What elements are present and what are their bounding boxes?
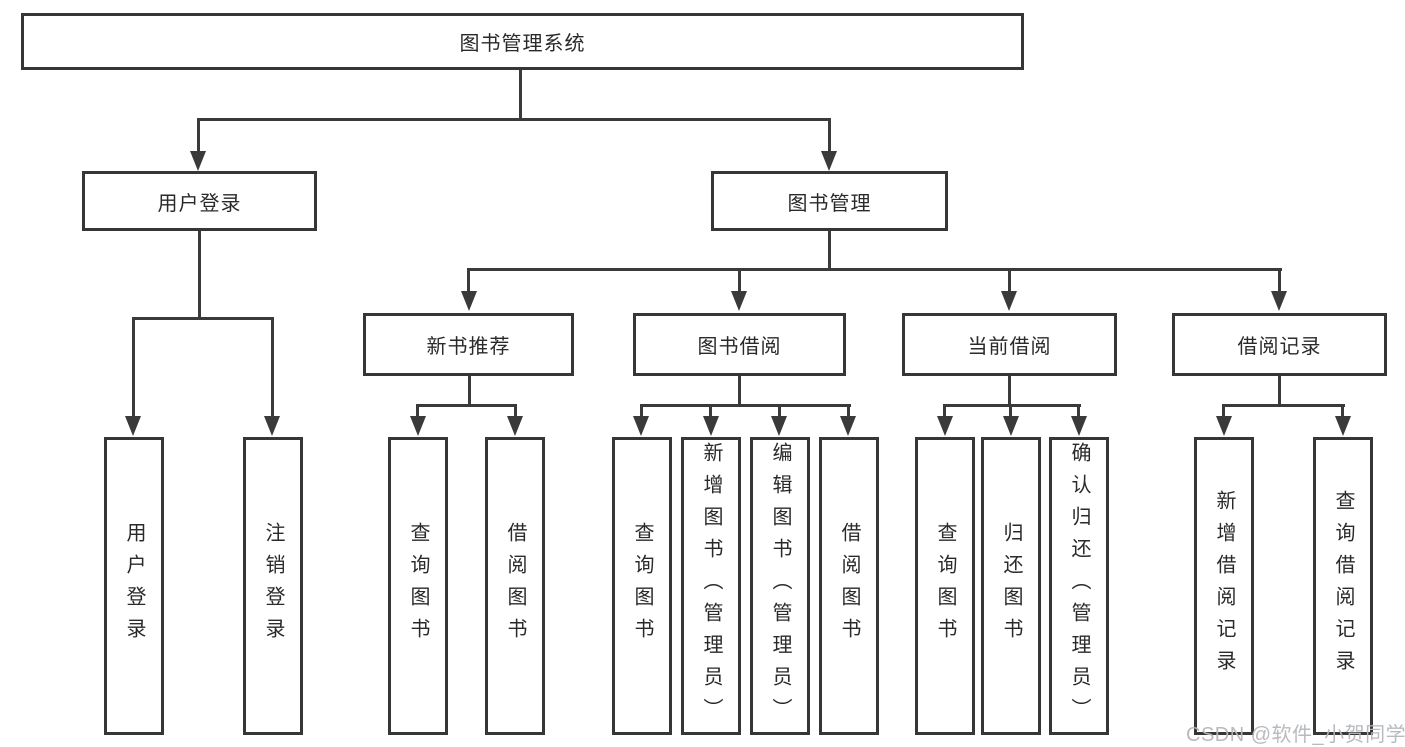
leaf-label: 查询图书 <box>631 522 653 650</box>
connector-line <box>1278 268 1281 293</box>
leaf-logout-login: 注销登录 <box>243 437 303 735</box>
arrow-down-icon <box>190 151 206 171</box>
connector-line <box>132 317 135 417</box>
arrow-down-icon <box>1071 416 1087 436</box>
leaf-query-borrow-record: 查询借阅记录 <box>1313 437 1373 735</box>
node-label: 当前借阅 <box>967 336 1052 358</box>
connector-line <box>416 404 419 418</box>
connector-line <box>847 404 850 418</box>
arrow-down-icon <box>125 416 141 436</box>
node-label: 图书借阅 <box>697 336 782 358</box>
arrow-down-icon <box>771 416 787 436</box>
arrow-down-icon <box>1003 416 1019 436</box>
connector-line <box>467 268 470 293</box>
connector-line <box>640 404 643 418</box>
connector-line <box>778 404 781 418</box>
node-label: 新书推荐 <box>426 336 511 358</box>
leaf-borrow-books-recommend: 借阅图书 <box>485 437 545 735</box>
connector-line <box>1222 404 1345 407</box>
node-book-management: 图书管理 <box>711 171 948 231</box>
leaf-label: 查询图书 <box>407 522 429 650</box>
arrow-down-icon <box>507 416 523 436</box>
leaf-confirm-return-admin: 确认归还（管理员） <box>1049 437 1109 735</box>
leaf-label: 用户登录 <box>123 522 145 650</box>
leaf-label: 新增借阅记录 <box>1213 490 1235 682</box>
leaf-query-books-borrowing: 查询图书 <box>612 437 672 735</box>
arrow-down-icon <box>821 151 837 171</box>
leaf-borrow-books-borrowing: 借阅图书 <box>819 437 879 735</box>
leaf-label: 借阅图书 <box>838 522 860 650</box>
connector-line <box>1222 404 1225 418</box>
leaf-label: 借阅图书 <box>504 522 526 650</box>
connector-line <box>467 268 1282 271</box>
connector-line <box>519 70 522 119</box>
leaf-label: 确认归还（管理员） <box>1068 442 1090 730</box>
arrow-down-icon <box>1216 416 1232 436</box>
leaf-label: 编辑图书（管理员） <box>769 442 791 730</box>
csdn-watermark: CSDN @软件_小贺同学 <box>1186 724 1405 746</box>
arrow-down-icon <box>731 291 747 311</box>
connector-line <box>943 404 946 418</box>
arrow-down-icon <box>1271 291 1287 311</box>
connector-line <box>468 376 471 406</box>
connector-line <box>1077 404 1080 418</box>
connector-line <box>197 118 831 121</box>
connector-line <box>514 404 517 418</box>
leaf-label: 查询图书 <box>934 522 956 650</box>
node-library-system: 图书管理系统 <box>21 13 1024 70</box>
node-user-login: 用户登录 <box>82 171 317 231</box>
connector-line <box>828 231 831 270</box>
arrow-down-icon <box>264 416 280 436</box>
node-label: 用户登录 <box>157 192 242 215</box>
connector-line <box>416 404 517 407</box>
arrow-down-icon <box>840 416 856 436</box>
arrow-down-icon <box>1335 416 1351 436</box>
node-label: 图书管理系统 <box>459 33 586 55</box>
connector-line <box>709 404 712 418</box>
connector-line <box>197 118 200 153</box>
leaf-label: 注销登录 <box>262 522 284 650</box>
arrow-down-icon <box>461 291 477 311</box>
arrow-down-icon <box>1001 291 1017 311</box>
node-current-borrowing: 当前借阅 <box>902 313 1117 376</box>
connector-line <box>198 231 201 319</box>
leaf-label: 归还图书 <box>1000 522 1022 650</box>
leaf-add-books-admin: 新增图书（管理员） <box>681 437 741 735</box>
node-new-book-recommendation: 新书推荐 <box>363 313 574 376</box>
arrow-down-icon <box>410 416 426 436</box>
leaf-edit-books-admin: 编辑图书（管理员） <box>750 437 810 735</box>
connector-line <box>1278 376 1281 406</box>
leaf-query-books-recommend: 查询图书 <box>388 437 448 735</box>
leaf-label: 查询借阅记录 <box>1332 490 1354 682</box>
connector-line <box>1008 376 1011 406</box>
connector-line <box>738 376 741 406</box>
connector-line <box>640 404 851 407</box>
node-label: 借阅记录 <box>1237 336 1322 358</box>
connector-line <box>738 268 741 293</box>
arrow-down-icon <box>937 416 953 436</box>
leaf-query-books-current: 查询图书 <box>915 437 975 735</box>
leaf-user-login: 用户登录 <box>104 437 164 735</box>
arrow-down-icon <box>703 416 719 436</box>
connector-line <box>271 317 274 417</box>
node-label: 图书管理 <box>787 192 872 215</box>
connector-line <box>1341 404 1344 418</box>
node-borrowing-records: 借阅记录 <box>1172 313 1387 376</box>
arrow-down-icon <box>633 416 649 436</box>
leaf-add-borrow-record: 新增借阅记录 <box>1194 437 1254 735</box>
leaf-return-books: 归还图书 <box>981 437 1041 735</box>
leaf-label: 新增图书（管理员） <box>700 442 722 730</box>
connector-line <box>828 118 831 153</box>
connector-line <box>132 317 274 320</box>
connector-line <box>943 404 1081 407</box>
connector-line <box>1008 268 1011 293</box>
connector-line <box>1009 404 1012 418</box>
node-book-borrowing: 图书借阅 <box>633 313 846 376</box>
